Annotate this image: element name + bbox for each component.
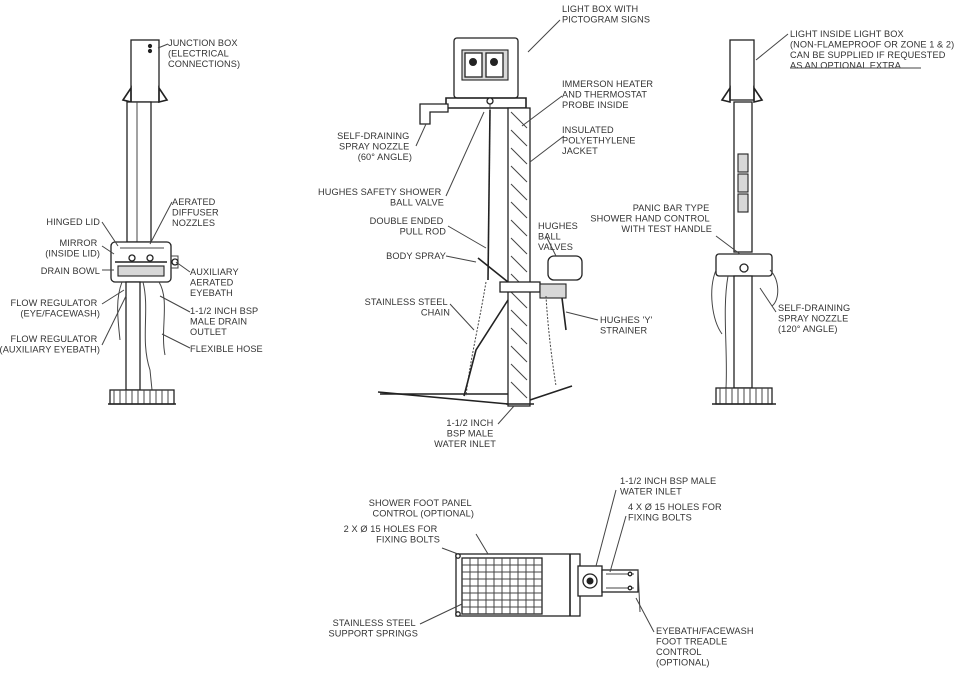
label-y-strainer: HUGHES 'Y' STRAINER: [600, 315, 655, 336]
junction-box-shape: [130, 39, 160, 103]
label-pull-rod: DOUBLE ENDED PULL ROD: [370, 216, 447, 237]
center-view-leaders: [415, 19, 599, 425]
label-chain: STAINLESS STEEL CHAIN: [365, 297, 450, 318]
label-holes-4x: 4 X Ø 15 HOLES FOR FIXING BOLTS: [628, 502, 724, 523]
right-view-leaders: [715, 33, 789, 313]
label-foot-treadle: EYEBATH/FACEWASH FOOT TREADLE CONTROL (O…: [656, 626, 756, 668]
labels: JUNCTION BOX (ELECTRICAL CONNECTIONS) AE…: [0, 4, 957, 668]
label-aerated-diffuser: AERATED DIFFUSER NOZZLES: [172, 197, 221, 228]
plan-view-leaders: [419, 489, 655, 633]
label-body-spray: BODY SPRAY: [386, 251, 446, 261]
ball-valves-shape: [547, 255, 583, 281]
label-spray-nozzle-60: SELF-DRAINING SPRAY NOZZLE (60° ANGLE): [337, 131, 412, 162]
right-view-side: [711, 39, 779, 405]
label-insulated-jacket: INSULATED POLYETHYLENE JACKET: [562, 125, 638, 156]
label-light-inside: LIGHT INSIDE LIGHT BOX (NON-FLAMEPROOF O…: [790, 29, 957, 71]
label-drain-bowl: DRAIN BOWL: [41, 266, 100, 276]
label-aux-eyebath: AUXILIARY AERATED EYEBATH: [190, 267, 241, 298]
label-immersion-heater: IMMERSON HEATER AND THERMOSTAT PROBE INS…: [562, 79, 656, 110]
left-column: [126, 101, 152, 243]
label-spray-nozzle-120: SELF-DRAINING SPRAY NOZZLE (120° ANGLE): [778, 303, 853, 334]
label-inlet-plan: 1-1/2 INCH BSP MALE WATER INLET: [620, 476, 719, 497]
right-light-box: [729, 39, 755, 101]
label-flexible-hose: FLEXIBLE HOSE: [190, 344, 263, 354]
plan-view: [455, 553, 641, 617]
label-hughes-ball-valves: HUGHES BALL VALVES: [538, 221, 581, 252]
left-view-leaders: [101, 43, 191, 349]
label-hinged-lid: HINGED LID: [46, 217, 100, 227]
label-drain-outlet: 1-1/2 INCH BSP MALE DRAIN OUTLET: [190, 306, 261, 337]
label-water-inlet: 1-1/2 INCH BSP MALE WATER INLET: [434, 418, 496, 449]
label-light-box: LIGHT BOX WITH PICTOGRAM SIGNS: [562, 4, 650, 25]
label-support-springs: STAINLESS STEEL SUPPORT SPRINGS: [329, 618, 419, 639]
label-flow-regulator-aux: FLOW REGULATOR (AUXILIARY EYEBATH): [0, 334, 100, 355]
insulated-column: [507, 107, 531, 407]
label-holes-2x: 2 X Ø 15 HOLES FOR FIXING BOLTS: [344, 524, 440, 545]
label-mirror: MIRROR (INSIDE LID): [45, 238, 100, 259]
foot-treadle-shape: [601, 569, 639, 593]
spray-nozzle-shape: [419, 103, 449, 125]
label-junction-box: JUNCTION BOX (ELECTRICAL CONNECTIONS): [168, 38, 240, 69]
plan-inlet-box: [577, 565, 603, 597]
label-panic-bar: PANIC BAR TYPE SHOWER HAND CONTROL WITH …: [590, 203, 712, 234]
label-flow-regulator-eye: FLOW REGULATOR (EYE/FACEWASH): [11, 298, 100, 319]
left-view-eyebath-station: [108, 39, 179, 405]
center-view-safety-shower: [377, 37, 583, 407]
label-ball-valve: HUGHES SAFETY SHOWER BALL VALVE: [318, 187, 444, 208]
label-foot-panel: SHOWER FOOT PANEL CONTROL (OPTIONAL): [369, 498, 474, 519]
